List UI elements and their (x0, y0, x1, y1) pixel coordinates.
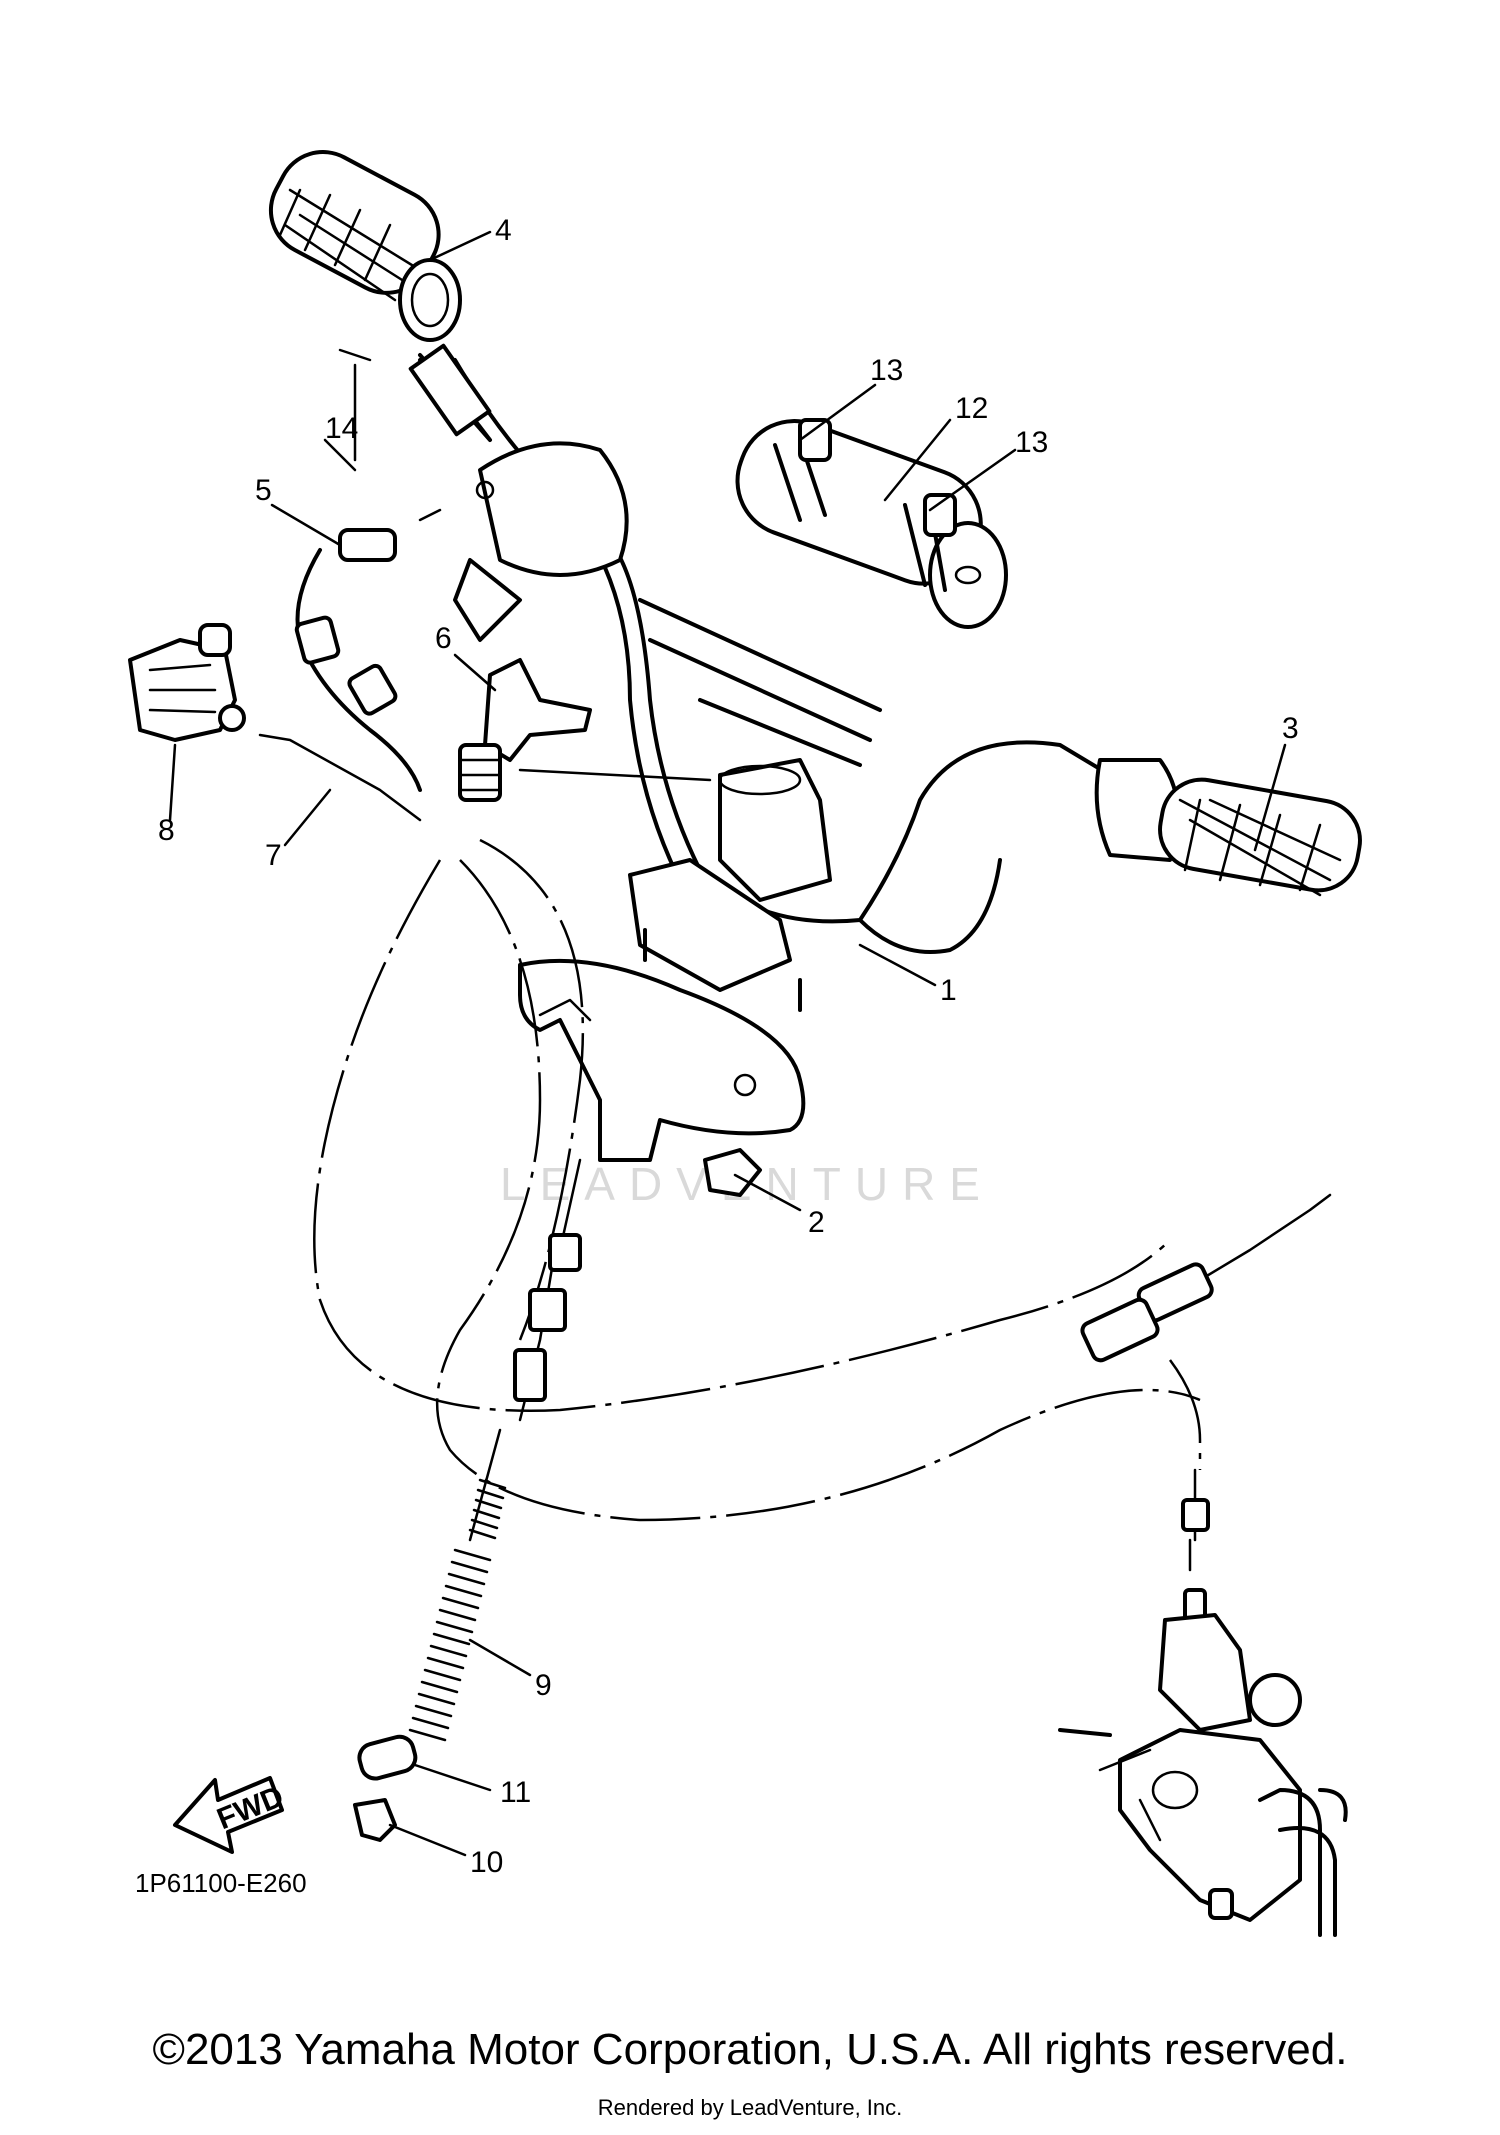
copyright-notice: ©2013 Yamaha Motor Corporation, U.S.A. A… (152, 2025, 1348, 2074)
handlebar-holder (628, 758, 832, 1012)
callout-11: 11 (500, 1776, 531, 1809)
callout-13-right: 13 (1015, 426, 1048, 459)
throttle-housing (453, 441, 629, 642)
callout-13-top: 13 (870, 354, 903, 387)
callout-9: 9 (535, 1669, 552, 1702)
cable-short (258, 733, 422, 822)
callout-14: 14 (325, 412, 358, 445)
callouts: 1 2 3 4 5 6 7 8 9 10 11 12 13 13 14 (158, 214, 1299, 1879)
drawing-code: 1P61100-E260 (135, 1868, 307, 1898)
left-grip-throttle (268, 150, 492, 437)
lever-bracket (128, 623, 246, 742)
callout-8: 8 (158, 814, 175, 847)
callout-6: 6 (435, 622, 452, 655)
callout-3: 3 (1282, 712, 1299, 745)
callout-5: 5 (255, 474, 272, 507)
lever-assembly (458, 658, 712, 802)
rendered-by-notice: Rendered by LeadVenture, Inc. (597, 2095, 903, 2120)
callout-7: 7 (265, 839, 282, 872)
throttle-cables (313, 838, 1201, 1522)
callout-12: 12 (955, 392, 988, 425)
fwd-arrow: FWD (173, 1776, 288, 1854)
bar-pad (735, 418, 1008, 629)
upper-bracket (518, 958, 806, 1197)
carburetor (1058, 1588, 1348, 1937)
part-11-sleeve (357, 1734, 418, 1781)
right-grip (1094, 758, 1362, 897)
carb-cable (1080, 1193, 1332, 1572)
callout-2: 2 (808, 1206, 825, 1239)
choke-cable (294, 348, 442, 792)
spring (408, 1428, 507, 1742)
center-cable (513, 1158, 582, 1422)
part-10-nut (353, 1798, 397, 1842)
callout-4: 4 (495, 214, 512, 247)
leader-lines (168, 230, 1287, 1857)
cable-end-parts (353, 1734, 418, 1842)
callout-10: 10 (470, 1846, 503, 1879)
callout-1: 1 (940, 974, 957, 1007)
